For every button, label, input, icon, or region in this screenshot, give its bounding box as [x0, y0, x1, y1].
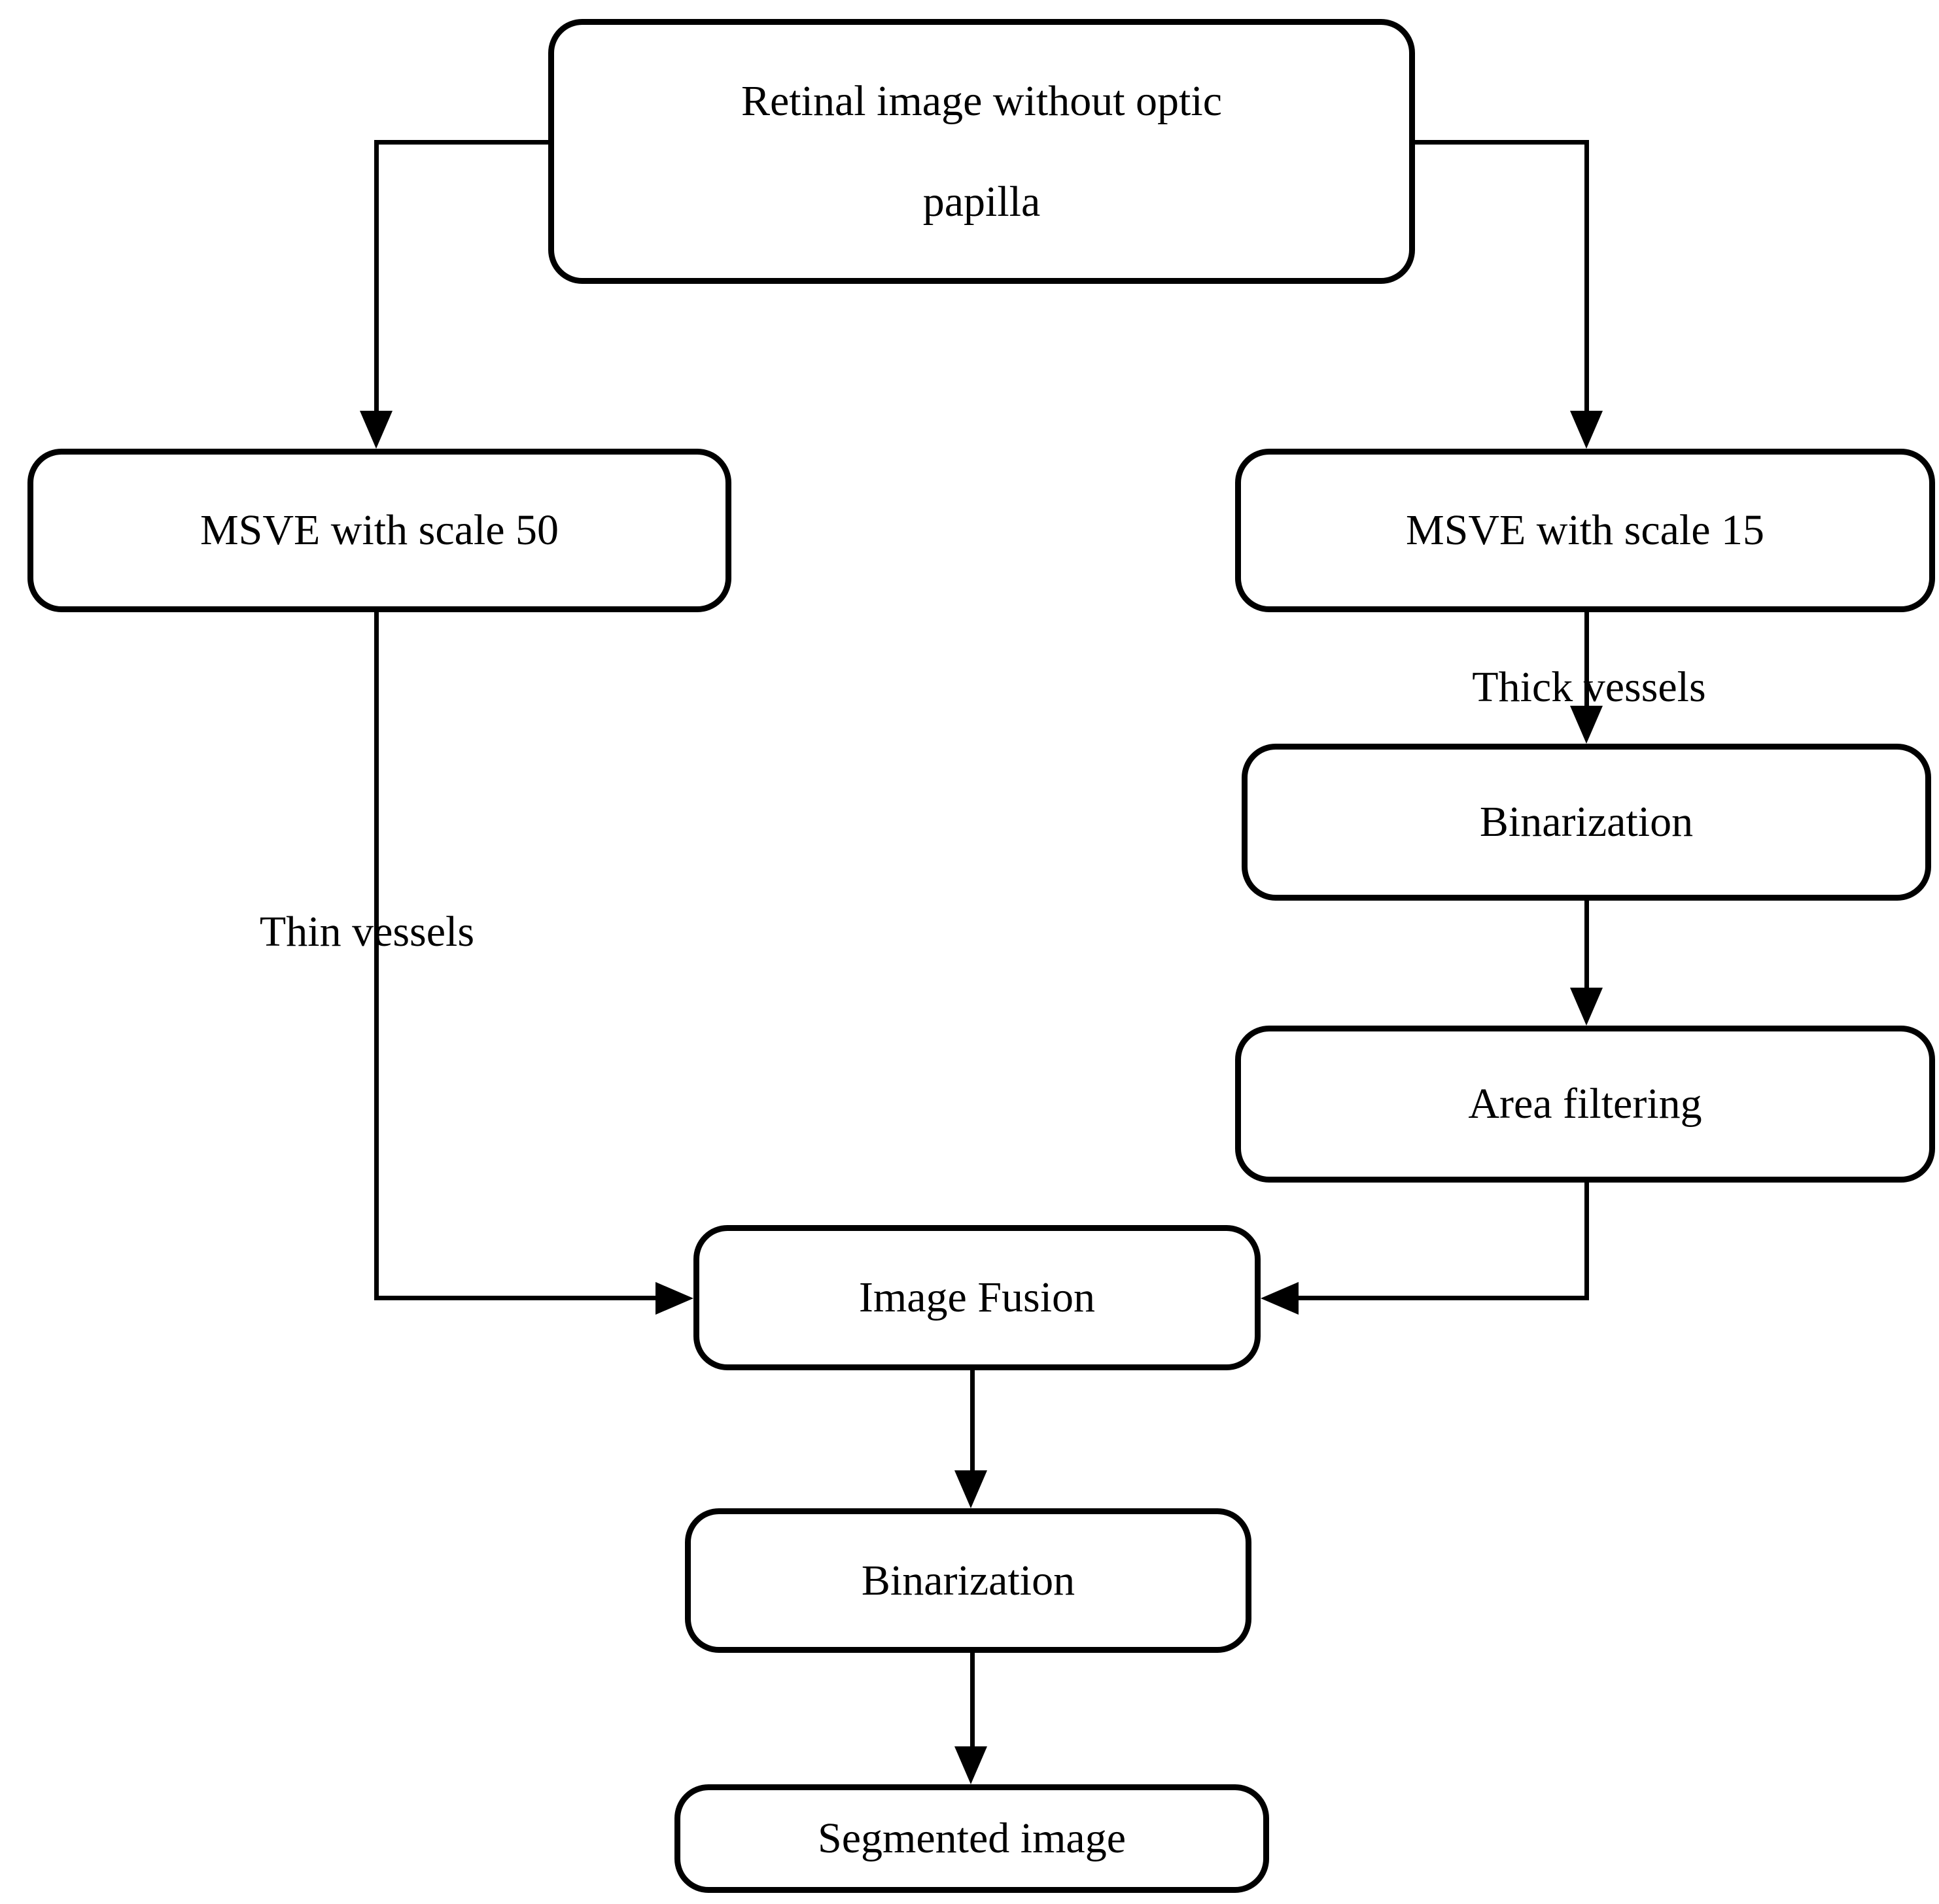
- arrowhead-into-imagefusion-left-icon: [655, 1282, 693, 1315]
- arrowhead-into-msve15-icon: [1570, 411, 1603, 449]
- edge-label-thin-vessels: Thin vessels: [259, 908, 475, 956]
- edge-msve15-to-binarization-vertical: [1584, 608, 1589, 708]
- node-segmented-image: Segmented image: [674, 1784, 1269, 1893]
- edge-binarization-to-areafiltering-vertical: [1584, 897, 1589, 989]
- edge-areafiltering-to-imagefusion-vertical: [1584, 1179, 1589, 1300]
- arrowhead-into-binarization-right-icon: [1570, 706, 1603, 744]
- edge-areafiltering-to-imagefusion-horizontal: [1295, 1296, 1589, 1300]
- arrowhead-into-imagefusion-right-icon: [1261, 1282, 1299, 1315]
- arrowhead-into-segmented-icon: [954, 1746, 987, 1784]
- edge-msve50-to-imagefusion-vertical: [374, 608, 379, 1300]
- node-msve-scale-50: MSVE with scale 50: [27, 449, 731, 612]
- edge-retinal-to-msve50-vertical: [374, 140, 379, 416]
- edge-binarization-to-segmented-vertical: [970, 1653, 975, 1751]
- edge-label-thick-vessels: Thick vessels: [1472, 663, 1706, 711]
- node-binarization-center: Binarization: [685, 1508, 1251, 1653]
- node-image-fusion-label: Image Fusion: [858, 1273, 1096, 1321]
- edge-retinal-to-msve15-horizontal: [1413, 140, 1587, 145]
- edge-imagefusion-to-binarization-vertical: [970, 1370, 975, 1475]
- node-msve-scale-50-label: MSVE with scale 50: [200, 506, 559, 554]
- edge-msve50-to-imagefusion-horizontal: [376, 1296, 660, 1300]
- arrowhead-into-msve50-icon: [360, 411, 393, 449]
- node-msve-scale-15-label: MSVE with scale 15: [1405, 506, 1765, 554]
- node-retinal-image-line1: Retinal image without optic: [741, 77, 1223, 125]
- node-binarization-right-label: Binarization: [1479, 798, 1694, 846]
- arrowhead-into-areafiltering-icon: [1570, 988, 1603, 1026]
- arrowhead-into-binarization-center-icon: [954, 1470, 987, 1508]
- edge-retinal-to-msve50-horizontal: [376, 140, 550, 145]
- edge-retinal-to-msve15-vertical: [1584, 140, 1589, 416]
- node-retinal-image: Retinal image without optic papilla: [548, 19, 1415, 284]
- node-area-filtering-label: Area filtering: [1468, 1080, 1702, 1128]
- node-retinal-image-line2: papilla: [922, 177, 1041, 226]
- node-binarization-right: Binarization: [1242, 744, 1931, 901]
- node-image-fusion: Image Fusion: [693, 1225, 1261, 1370]
- node-binarization-center-label: Binarization: [861, 1556, 1075, 1604]
- node-msve-scale-15: MSVE with scale 15: [1235, 449, 1935, 612]
- node-segmented-image-label: Segmented image: [817, 1814, 1127, 1862]
- node-area-filtering: Area filtering: [1235, 1026, 1935, 1183]
